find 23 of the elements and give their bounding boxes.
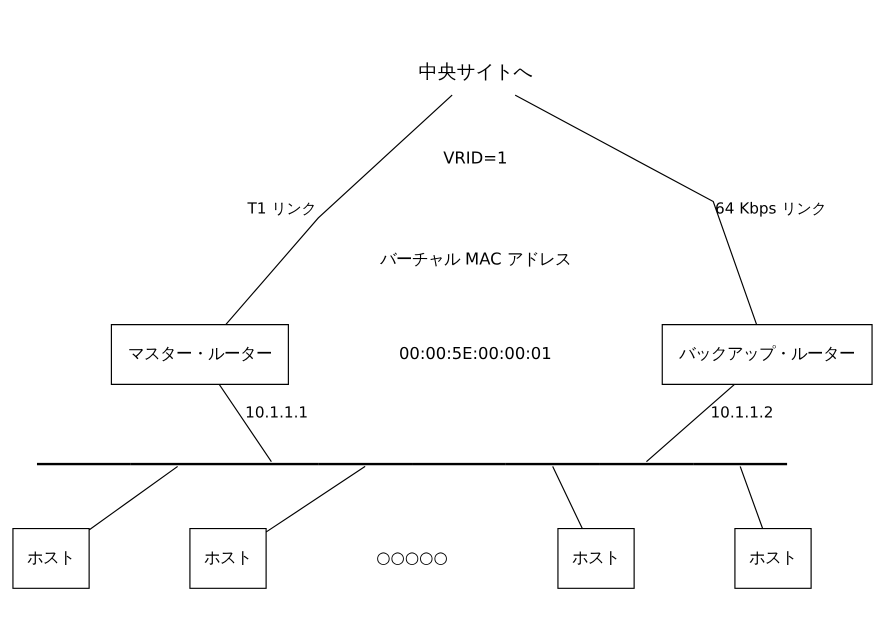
label: 00:00:5E:00:00:01 xyxy=(398,344,552,363)
connector xyxy=(266,466,366,532)
node-box: ホスト xyxy=(557,528,635,589)
label: バーチャル MAC アドレス xyxy=(380,249,571,268)
connector xyxy=(740,466,764,529)
node-box: マスター・ルーター xyxy=(110,324,289,385)
label: ○○○○○ xyxy=(376,548,448,567)
node-box: バックアップ・ルーター xyxy=(662,324,873,385)
node-text: 中央サイトへ xyxy=(418,62,532,84)
connector xyxy=(552,466,583,529)
edge-label: T1 リンク xyxy=(248,200,316,218)
node-box: ホスト xyxy=(734,528,812,589)
edge-label: 10.1.1.2 xyxy=(710,404,774,422)
node-box: ホスト xyxy=(12,528,90,589)
connector xyxy=(225,94,453,325)
connector xyxy=(646,384,735,462)
connector xyxy=(89,466,178,530)
label: VRID=1 xyxy=(443,148,508,168)
node-box: ホスト xyxy=(189,528,267,589)
edge-label: 64 Kbps リンク xyxy=(715,200,826,218)
connector xyxy=(218,384,272,462)
edge-label: 10.1.1.1 xyxy=(245,404,308,422)
connector xyxy=(514,94,758,324)
